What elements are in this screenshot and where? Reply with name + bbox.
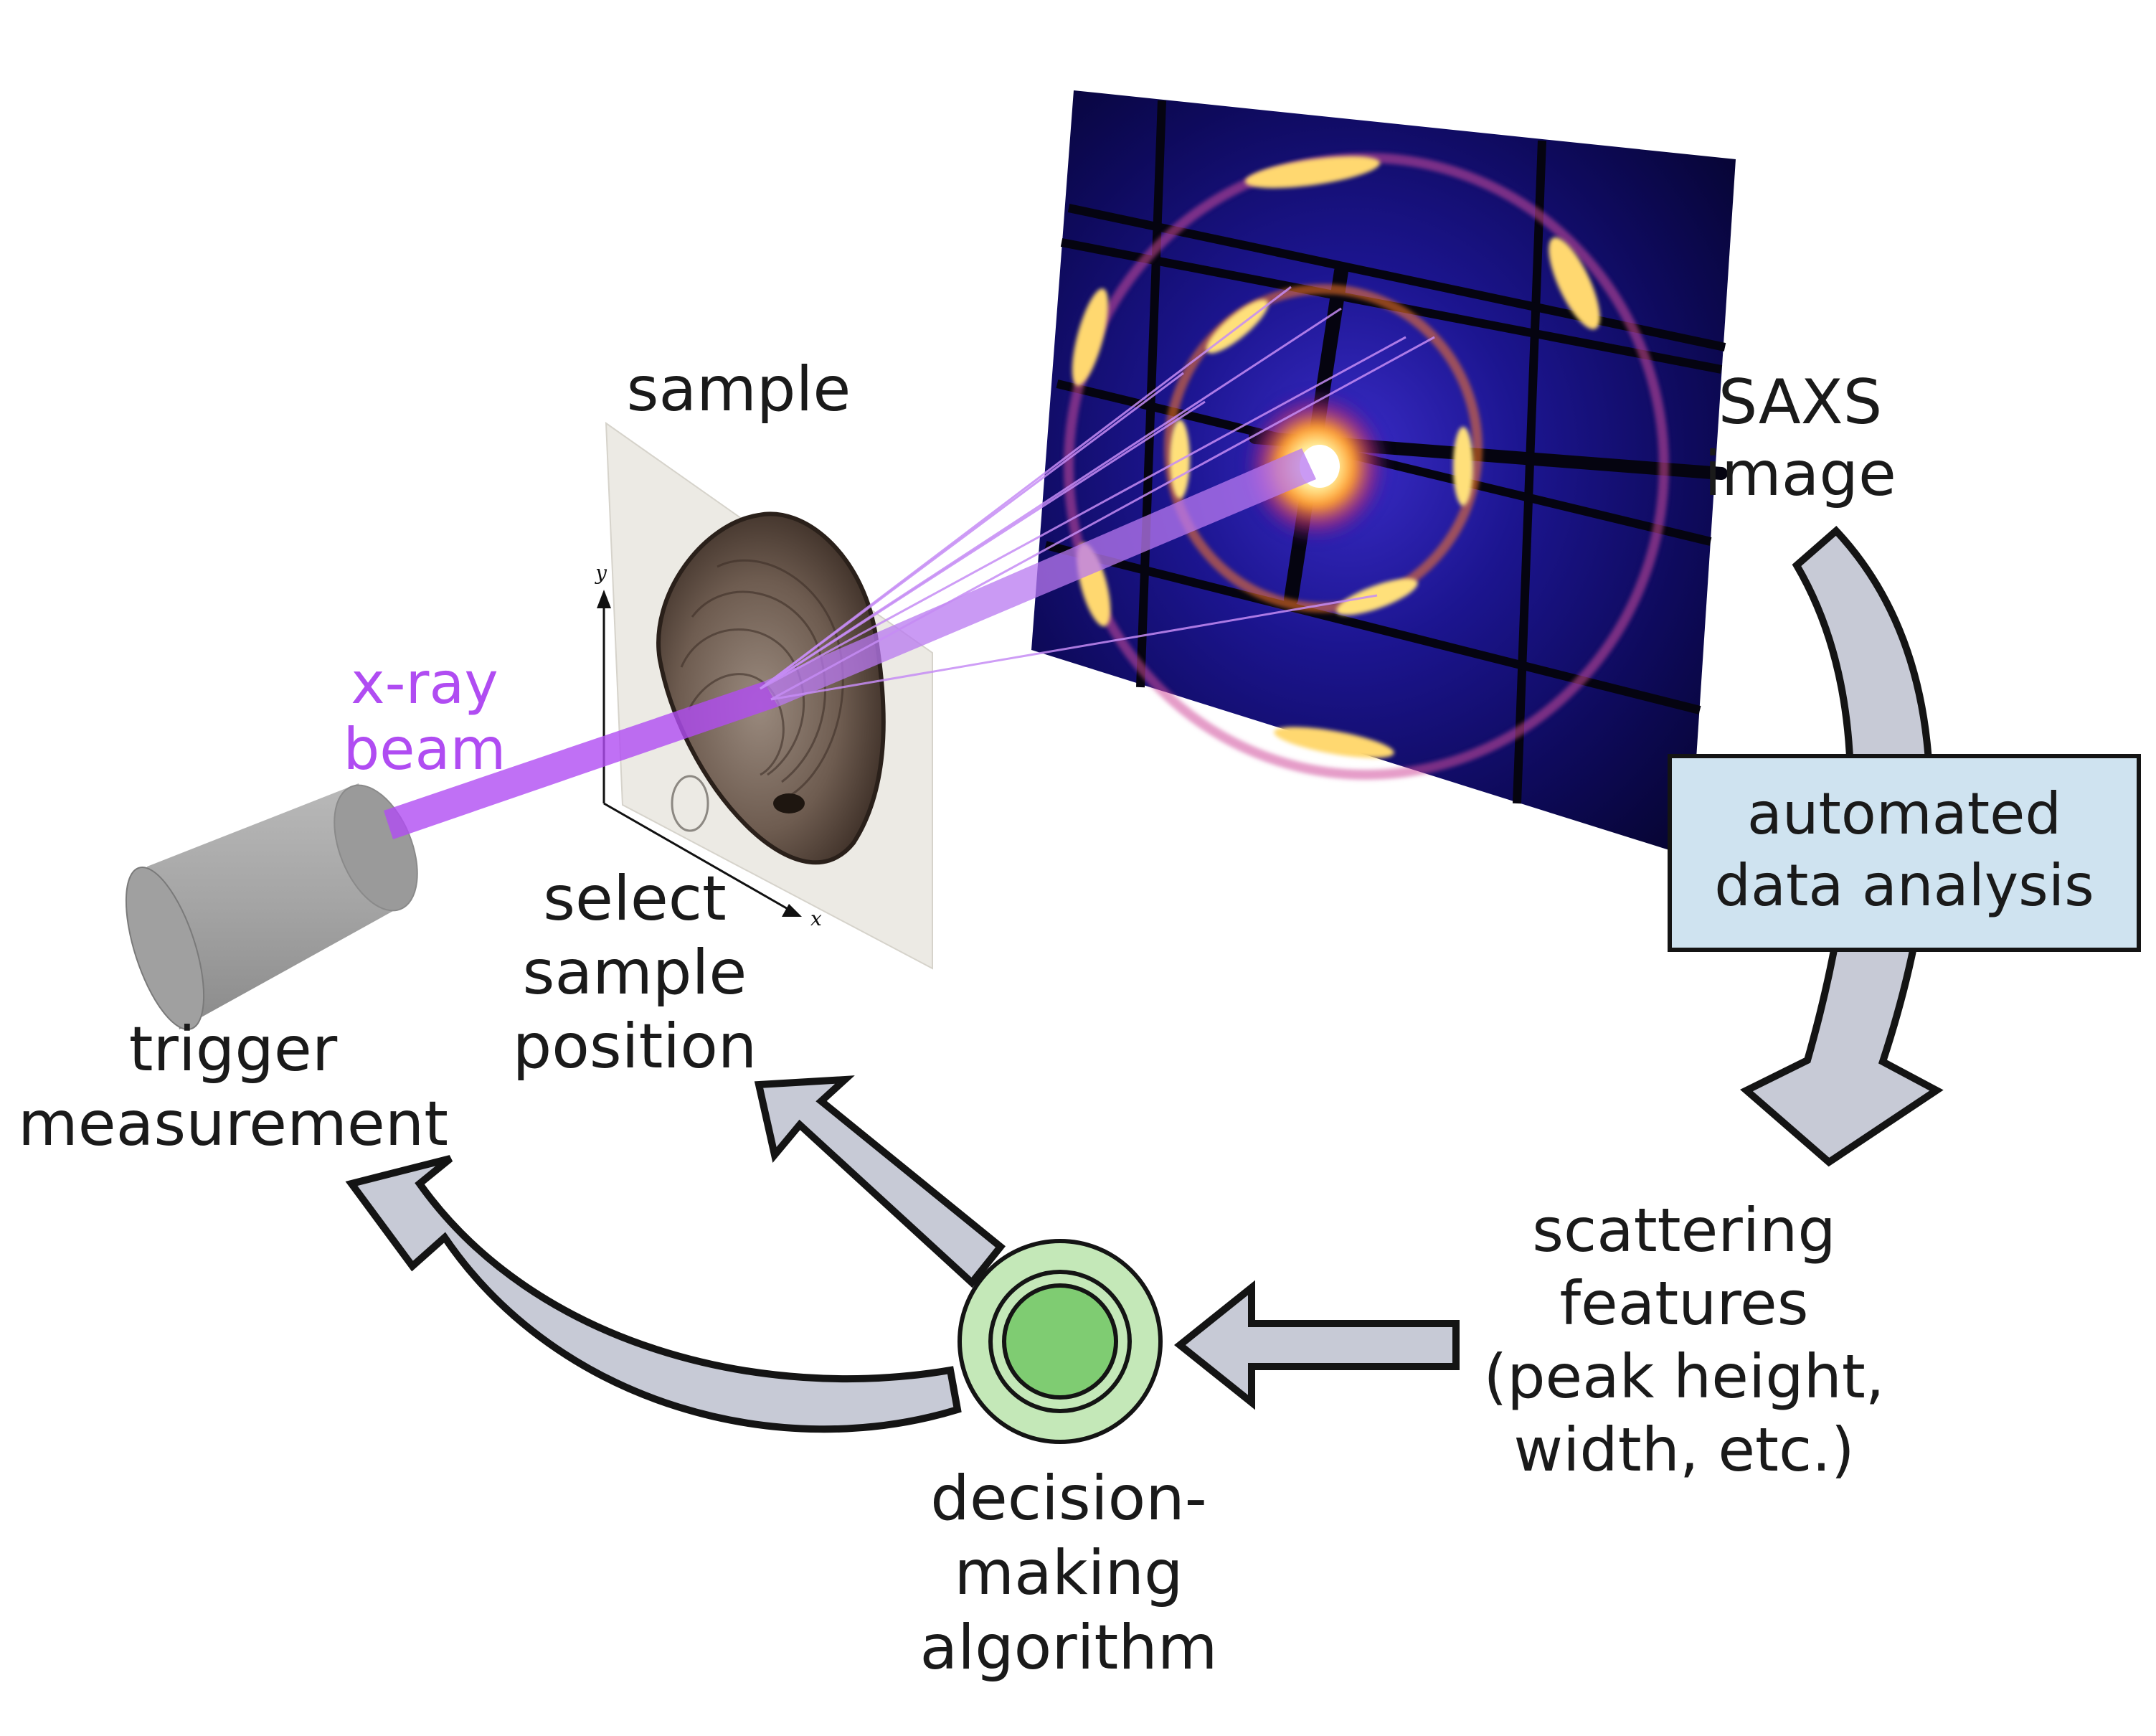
trigger-label-line1: trigger: [129, 1014, 338, 1085]
saxs-label-line2: image: [1704, 438, 1896, 510]
select-sample-position-label: select sample position: [513, 863, 757, 1082]
automated-data-analysis-box: automated data analysis: [1668, 754, 2141, 952]
axis-y-label: y: [594, 561, 607, 585]
analysis-label-line1: automated: [1747, 780, 2061, 847]
trigger-label-line2: measurement: [18, 1088, 448, 1160]
decision-making-algorithm-label: decision- making algorithm: [919, 1463, 1217, 1684]
analysis-label-line2: data analysis: [1714, 852, 2094, 919]
xray-beam-label: x-ray beam: [344, 650, 506, 783]
select-label-line1: select: [543, 863, 727, 935]
sample-axes: [597, 590, 802, 917]
select-label-line2: sample: [523, 937, 747, 1009]
arrow-decision-to-position: [754, 1075, 1006, 1288]
decision-label-line1: decision-: [930, 1463, 1207, 1534]
axis-x-label: x: [810, 907, 822, 930]
features-label-line3: (peak height,: [1483, 1341, 1884, 1412]
target-circle-icon: [958, 1239, 1163, 1444]
features-label-line1: scattering: [1532, 1195, 1835, 1265]
decision-label-line3: algorithm: [919, 1612, 1217, 1684]
inner-scattering-ring: [1164, 284, 1483, 613]
arrow-saxs-to-features: [1740, 526, 1944, 1167]
arrow-features-to-decision: [1173, 1280, 1460, 1410]
features-label-line2: features: [1559, 1268, 1808, 1339]
arrow-decision-to-trigger: [345, 1155, 962, 1433]
small-reference-circle: [671, 775, 709, 832]
features-label-line4: width, etc.): [1513, 1415, 1854, 1485]
x-ray-beam: [384, 286, 1435, 839]
beam-label-line1: x-ray: [351, 650, 498, 717]
decision-label-line2: making: [954, 1537, 1183, 1609]
saxs-image-label: SAXS image: [1704, 367, 1896, 510]
trigger-measurement-label: trigger measurement: [18, 1014, 448, 1160]
beam-label-line2: beam: [344, 716, 506, 783]
select-label-line3: position: [513, 1011, 757, 1082]
scattered-rays: [760, 286, 1435, 701]
scattering-features-label: scattering features (peak height, width,…: [1483, 1195, 1884, 1485]
sample-label: sample: [627, 354, 851, 425]
saxs-detector-image: [1031, 90, 1736, 857]
saxs-label-line1: SAXS: [1718, 367, 1883, 438]
